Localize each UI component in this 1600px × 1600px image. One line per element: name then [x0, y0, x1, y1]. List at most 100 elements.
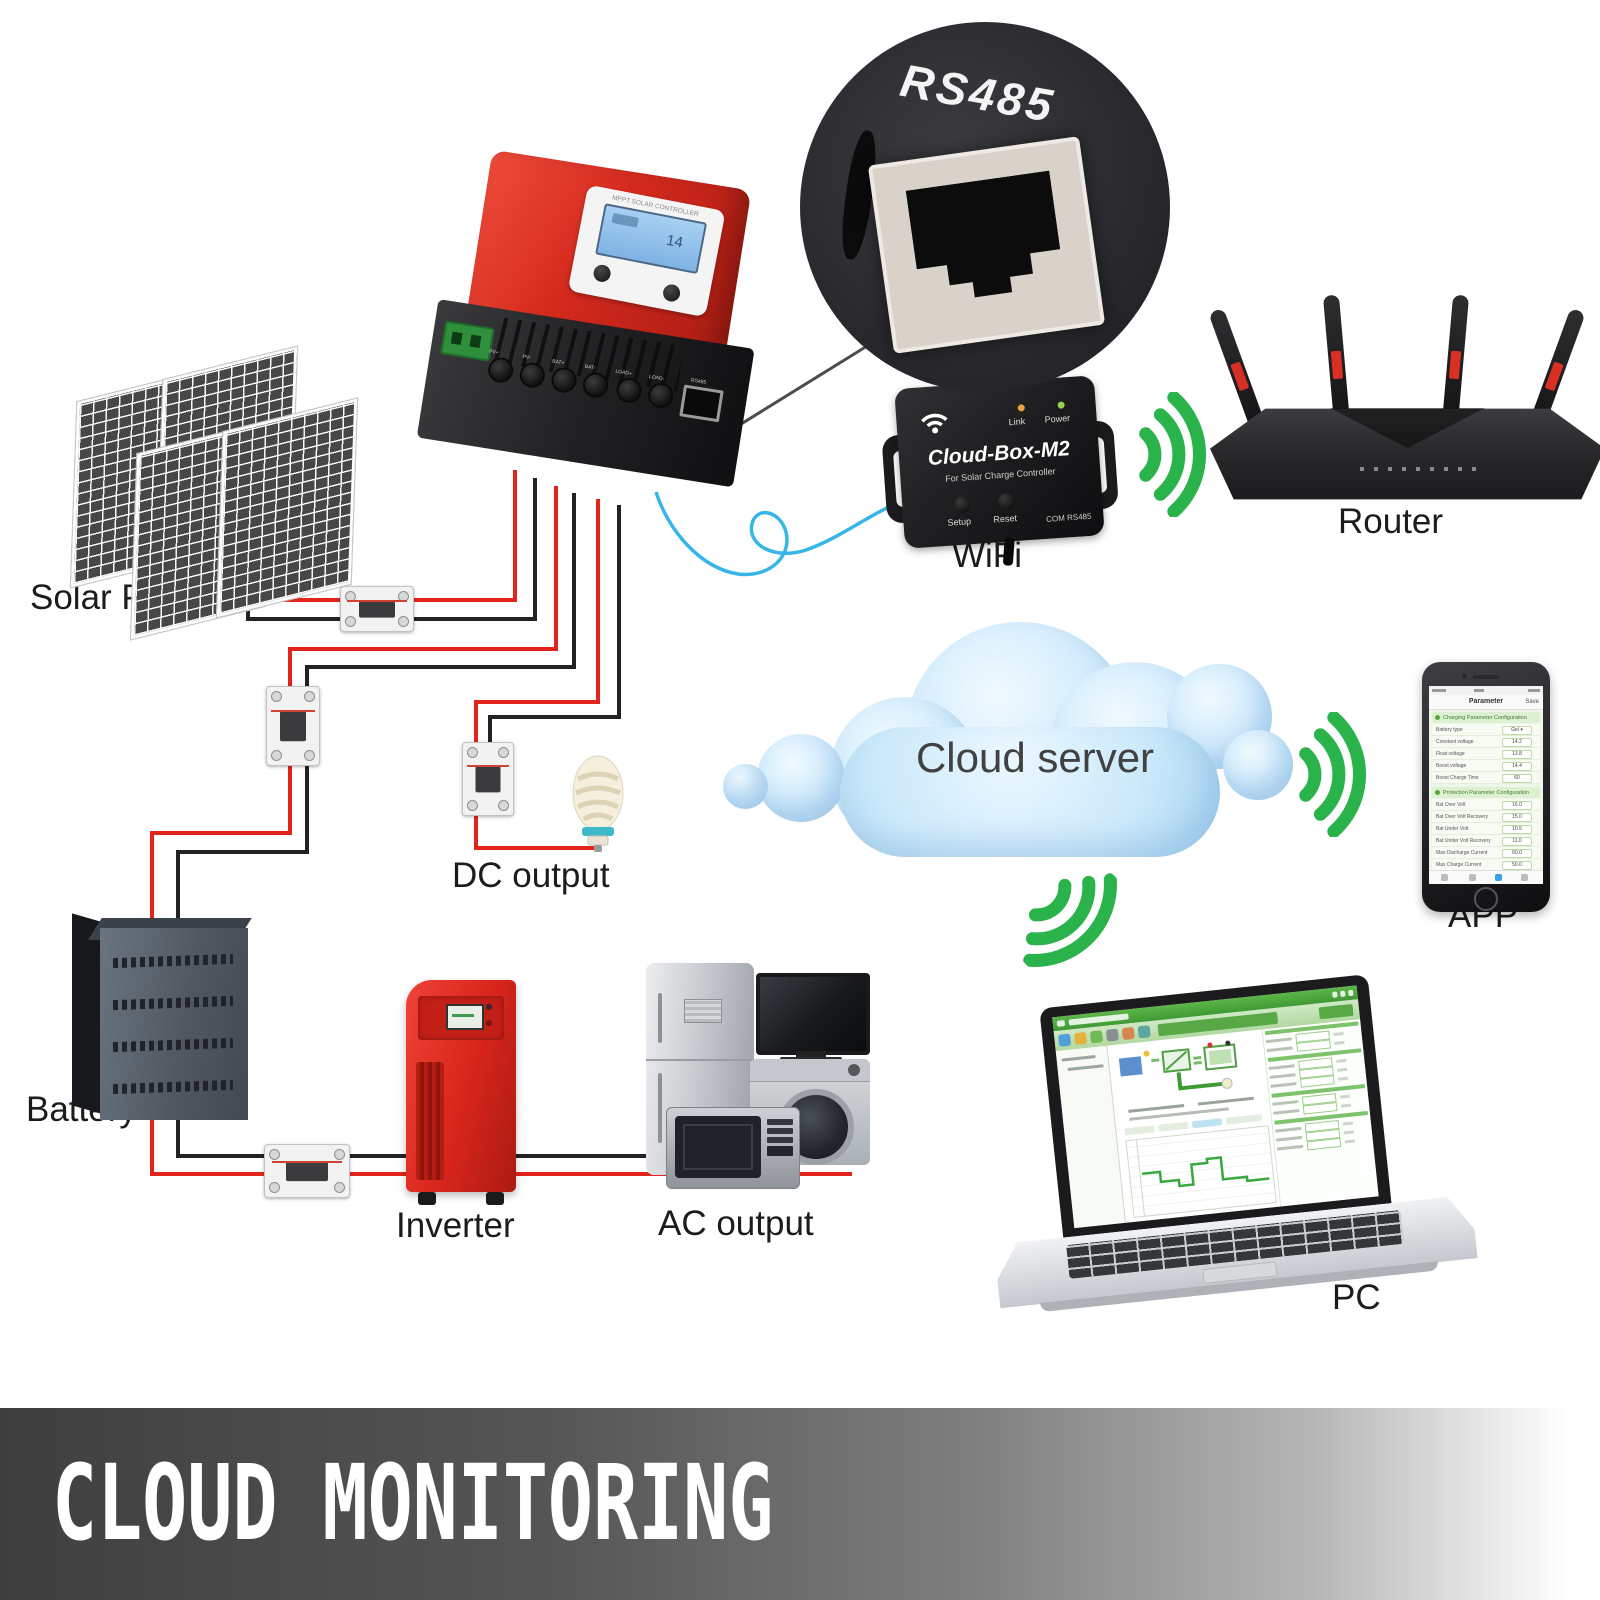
- inverter-foot: [418, 1192, 436, 1205]
- controller-select-button: [592, 263, 613, 284]
- link-led-label: Link: [1008, 416, 1026, 428]
- tv-stand: [796, 1051, 826, 1058]
- software-diagram: [1119, 1040, 1238, 1091]
- dc-output-label: DC output: [452, 856, 610, 895]
- solar-charge-controller: MPPT SOLAR CONTROLLER 14 PV+ PV- BAT+ BA…: [413, 145, 779, 511]
- shield-icon: [1435, 715, 1440, 720]
- app-nav-bar: Parameter Save: [1429, 695, 1543, 710]
- breaker-dc-output: [462, 742, 514, 816]
- pc-signal-icon: [1023, 873, 1117, 967]
- laptop: [970, 966, 1481, 1334]
- cloud-puff: [757, 734, 845, 822]
- wire-load-red: [474, 499, 600, 850]
- shield-icon: [1435, 790, 1440, 795]
- rs485-inset: RS485: [800, 22, 1170, 392]
- router-body: [1210, 408, 1600, 500]
- rs485-inset-label: RS485: [896, 53, 1059, 133]
- software-main-panel: [1107, 1029, 1281, 1223]
- tv: [756, 973, 870, 1055]
- breaker-battery: [266, 686, 320, 766]
- battery-cabinet: [72, 913, 252, 1126]
- app-signal-icon: [1299, 712, 1367, 837]
- section-header-charging: Charging Parameter Configuration: [1432, 712, 1540, 723]
- battery-vent: [112, 1037, 234, 1053]
- smartphone: Parameter Save Charging Parameter Config…: [1422, 662, 1550, 912]
- inverter-label: Inverter: [396, 1206, 515, 1245]
- ac-appliances: [638, 955, 876, 1203]
- terminal-label-pv-minus: PV-: [522, 353, 532, 362]
- power-led-label: Power: [1044, 412, 1071, 425]
- wire-pv-black: [409, 478, 537, 621]
- wire-load-black: [488, 505, 621, 750]
- battery-vent: [112, 953, 234, 969]
- wifi-icon: [921, 413, 948, 434]
- inverter-foot: [486, 1192, 504, 1205]
- battery-side-face: [72, 913, 102, 1114]
- inverter-button: [486, 1004, 492, 1010]
- phone-screen: Parameter Save Charging Parameter Config…: [1429, 686, 1543, 884]
- phone-status-bar: [1429, 686, 1543, 695]
- inverter-body: [406, 980, 516, 1192]
- laptop-screen: [1052, 985, 1379, 1229]
- inverter-button: [486, 1020, 492, 1026]
- laptop-screen-bezel: [1039, 974, 1392, 1240]
- ac-output-label: AC output: [658, 1204, 814, 1243]
- cloud-puff: [723, 764, 768, 809]
- setup-button-label: Setup: [947, 516, 972, 528]
- cloud-server-label: Cloud server: [915, 734, 1155, 781]
- router-leds: [1360, 467, 1480, 471]
- solar-panel-group: [68, 345, 368, 641]
- reset-button-label: Reset: [993, 512, 1018, 525]
- router: [1208, 294, 1600, 520]
- cloud-server: Cloud server: [723, 622, 1293, 872]
- router-antenna-1: [1208, 307, 1264, 425]
- cloud-base: [840, 727, 1220, 857]
- inverter-vents: [416, 1062, 444, 1180]
- battery-vent: [112, 995, 234, 1011]
- wifi-cable-stub: [1002, 537, 1015, 566]
- phone-camera: [1462, 674, 1467, 679]
- router-antenna-4: [1530, 307, 1586, 425]
- cfl-bulb: [570, 755, 626, 855]
- battery-vent: [112, 1079, 234, 1095]
- inverter-control-panel: [418, 996, 504, 1040]
- app-tab-bar: [1429, 870, 1543, 884]
- microwave: [666, 1107, 800, 1189]
- wifi-module: Link Power Cloud-Box-M2 For Solar Charge…: [881, 375, 1119, 566]
- rj45-jack: [867, 136, 1106, 354]
- wire-inverter-red: [150, 1094, 852, 1176]
- software-chart: [1125, 1125, 1277, 1218]
- router-label: Router: [1338, 502, 1444, 541]
- breaker-inverter: [264, 1144, 350, 1198]
- phone-earpiece: [1473, 675, 1499, 679]
- controller-rs485-port: [679, 384, 724, 423]
- solar-panel-4: [215, 397, 359, 619]
- wire-inverter-black: [176, 1106, 852, 1158]
- rs485-cable: [654, 491, 905, 577]
- app-nav-title: Parameter: [1468, 698, 1504, 705]
- inverter-lcd: [446, 1004, 484, 1030]
- inverter: [406, 980, 516, 1205]
- software-parameter-panel: [1262, 1019, 1379, 1207]
- cloud-puff: [1223, 730, 1293, 800]
- app-content: Charging Parameter Configuration Battery…: [1429, 710, 1543, 873]
- phone-home-button: [1474, 887, 1498, 911]
- rj45-jack-opening: [906, 171, 1067, 318]
- breaker-solar: [340, 586, 414, 632]
- banner-title: CLOUD MONITORING: [52, 1442, 774, 1564]
- router-antenna-2: [1322, 294, 1350, 414]
- pc-label: PC: [1332, 1278, 1381, 1317]
- controller-enter-button: [661, 283, 682, 303]
- wire-pv-red: [409, 470, 517, 602]
- wifi-signal-icon: [1139, 392, 1207, 517]
- section-header-protection: Protection Parameter Configuration: [1432, 787, 1540, 798]
